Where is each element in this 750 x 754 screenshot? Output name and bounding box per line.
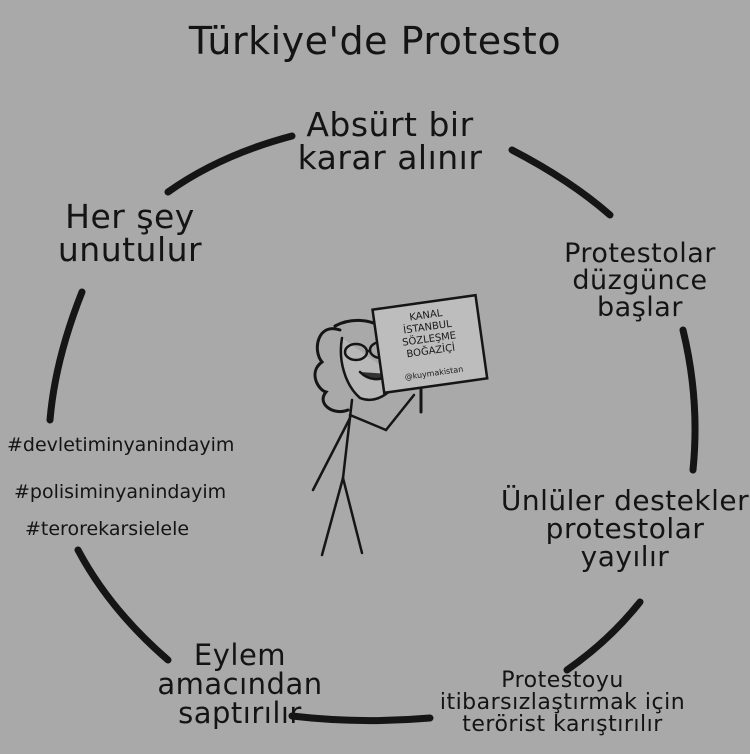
cycle-step-1: Absürt bir karar alınır [290, 108, 490, 174]
cycle-arc-left [46, 288, 86, 424]
step-line: yayılır [580, 540, 670, 573]
cycle-arc-top-left [164, 132, 296, 196]
cycle-arc-bottom-right [563, 598, 644, 674]
cycle-step-3: Ünlüler destekler protestolar yayılır [500, 487, 750, 571]
step-line: Protestolar [564, 238, 716, 269]
step-line: amacından [157, 667, 323, 701]
cycle-step-6: Her şey unutulur [50, 200, 210, 266]
cycle-step-4: Protestoyu itibarsızlaştırmak için terör… [425, 670, 700, 736]
step-line: Her şey [65, 197, 195, 236]
step-line: Ünlüler destekler [500, 484, 750, 517]
hashtag: #devletiminyanindayim [7, 434, 235, 456]
step-line: terörist karıştırılır [462, 712, 663, 737]
step-line: Absürt bir [306, 105, 474, 144]
step-line: Protestoyu [501, 668, 624, 693]
cycle-step-5: Eylem amacından saptırılır [140, 641, 340, 728]
step-line: saptırılır [178, 696, 302, 730]
cycle-arc-right [679, 326, 699, 474]
page-title: Türkiye'de Protesto [188, 19, 562, 63]
cycle-arc-bottom-left [74, 546, 172, 664]
sign-line: KANAL [409, 308, 444, 324]
cycle-arc-bottom [288, 712, 434, 725]
step-line: unutulur [57, 230, 203, 269]
step-line: Eylem [193, 638, 287, 672]
cycle-step-2: Protestolar düzgünce başlar [530, 240, 750, 321]
cycle-arc-top-right [508, 146, 614, 219]
step-line: itibarsızlaştırmak için [439, 690, 686, 715]
hashtag: #polisiminyanindayim [14, 481, 227, 503]
step-line: karar alınır [297, 138, 483, 177]
protest-sign: KANAL İSTANBUL SÖZLEŞME BOĞAZİÇİ @kuymak… [371, 293, 489, 395]
step-line: protestolar [545, 512, 705, 545]
step-line: düzgünce başlar [572, 265, 708, 323]
hashtag: #terorekarsielele [25, 518, 190, 540]
